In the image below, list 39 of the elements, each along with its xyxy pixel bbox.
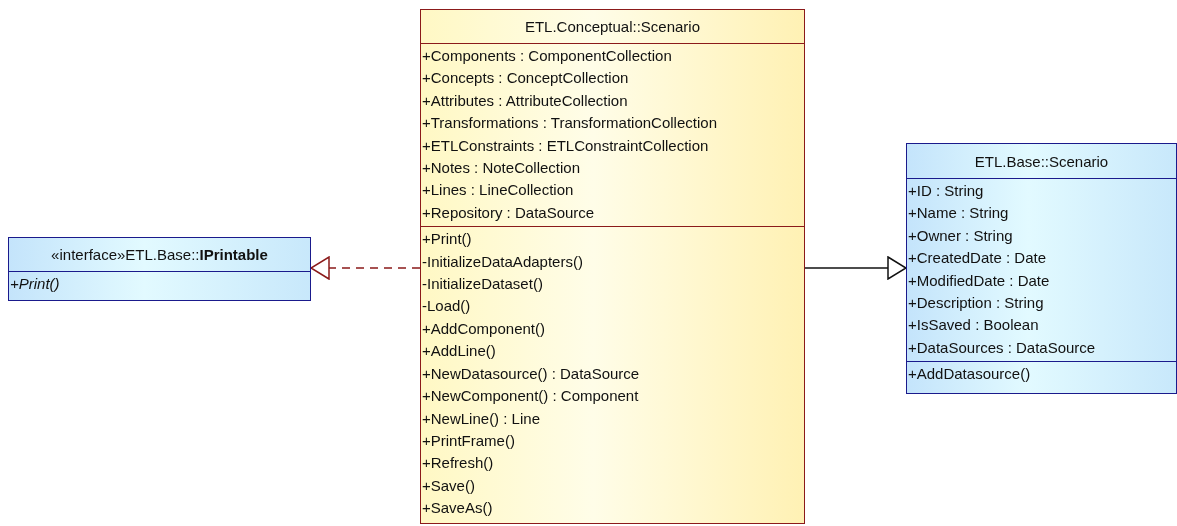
attribute-text: +ID : String	[908, 181, 985, 201]
attribute-text: +Lines : LineCollection	[422, 180, 575, 201]
operation-text: +AddDatasource()	[908, 364, 1032, 385]
operation-text: +AddComponent()	[422, 318, 546, 339]
attribute-text: +Description : String	[908, 293, 1045, 314]
class-name: ETL.Conceptual::Scenario	[421, 10, 804, 44]
operation-text: +Print()	[422, 229, 473, 250]
attribute-text: +Attributes : AttributeCollection	[422, 90, 629, 111]
realization-arrow	[310, 256, 421, 280]
operation-text: +Print()	[10, 274, 61, 294]
attribute-text: +Name : String	[908, 203, 1010, 224]
operation-text: -InitializeDataAdapters()	[422, 251, 584, 272]
class-box	[8, 237, 311, 301]
attribute-text: +Transformations : TransformationCollection	[422, 113, 718, 134]
operation-text: +Refresh()	[422, 453, 495, 474]
attribute-text: +Repository : DataSource	[422, 202, 596, 223]
class-box	[906, 143, 1177, 394]
operation-text: +NewDatasource() : DataSource	[422, 363, 641, 384]
class-name: ETL.Base::Scenario	[907, 144, 1176, 179]
operation-text: +SaveAs()	[422, 498, 494, 519]
class-box	[420, 9, 805, 524]
attribute-text: +IsSaved : Boolean	[908, 315, 1040, 336]
attribute-text: +CreatedDate : Date	[908, 248, 1047, 269]
attribute-text: +DataSources : DataSource	[908, 337, 1097, 358]
attribute-text: +Notes : NoteCollection	[422, 158, 581, 179]
attribute-text: +Components : ComponentCollection	[422, 46, 673, 66]
operation-text: +PrintFrame()	[422, 430, 516, 451]
operation-text: -InitializeDataset()	[422, 274, 544, 295]
generalization-arrow	[804, 256, 907, 280]
attribute-text: +Concepts : ConceptCollection	[422, 68, 630, 89]
class-name: «interface»ETL.Base::IPrintable	[9, 238, 310, 272]
attribute-text: +ETLConstraints : ETLConstraintCollection	[422, 135, 710, 156]
operation-text: +NewComponent() : Component	[422, 386, 640, 407]
attribute-text: +ModifiedDate : Date	[908, 270, 1051, 291]
attribute-text: +Owner : String	[908, 225, 1014, 246]
operation-text: +NewLine() : Line	[422, 408, 541, 429]
operation-text: -Load()	[422, 296, 472, 317]
operation-text: +Save()	[422, 475, 476, 496]
operation-text: +AddLine()	[422, 341, 497, 362]
